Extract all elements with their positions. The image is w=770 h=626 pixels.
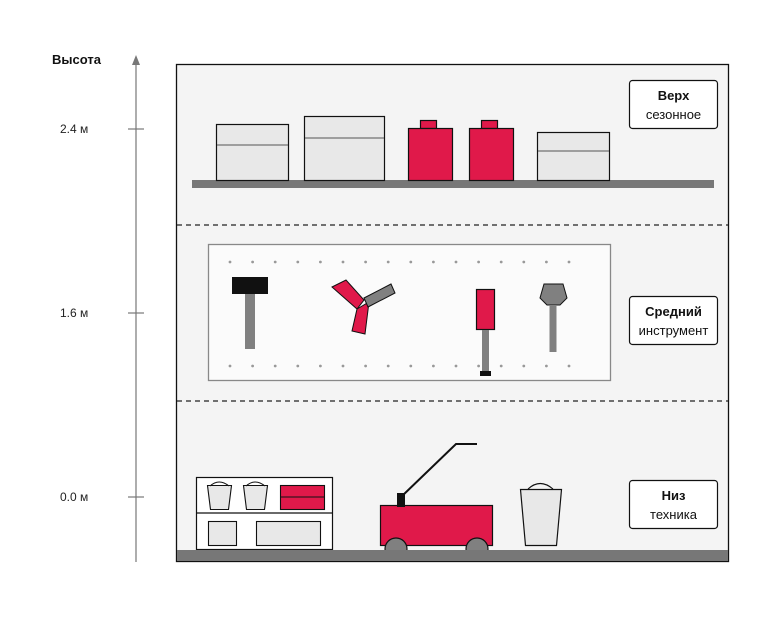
- peg-hole: [341, 260, 345, 264]
- peg-hole: [567, 364, 571, 368]
- peg-hole: [522, 364, 526, 368]
- tick-label-top: 2.4 м: [60, 122, 88, 136]
- tick-label-middle: 1.6 м: [60, 306, 88, 320]
- zone-label-middle-subtitle: инструмент: [639, 323, 709, 338]
- zone-label-top: Верх сезонное: [628, 79, 719, 130]
- peg-hole: [409, 260, 413, 264]
- peg-hole: [432, 364, 435, 368]
- peg-hole: [499, 260, 503, 264]
- zone-label-top-subtitle: сезонное: [646, 107, 701, 122]
- floor: [177, 550, 728, 561]
- red-canister-icon: [468, 119, 515, 182]
- bucket-icon: [242, 481, 269, 511]
- storage-box-icon: [215, 123, 290, 182]
- peg-hole: [251, 260, 255, 264]
- zone-label-top-title: Верх: [658, 88, 690, 103]
- peg-hole: [499, 364, 503, 368]
- peg-hole: [296, 260, 300, 264]
- cart-bin-icon: [207, 520, 238, 547]
- red-toolbox-icon: [279, 484, 326, 511]
- peg-hole: [432, 260, 435, 264]
- bucket-icon: [206, 481, 233, 511]
- peg-hole: [228, 260, 232, 264]
- top-zone: Верх сезонное: [192, 79, 719, 188]
- scraper-icon: [539, 283, 568, 352]
- peg-hole: [296, 364, 300, 368]
- peg-hole: [273, 364, 277, 368]
- peg-hole: [228, 364, 232, 368]
- peg-hole: [364, 260, 367, 264]
- peg-hole: [386, 260, 390, 264]
- pegboard-holes: [228, 260, 571, 368]
- zone-label-middle: Средний инструмент: [628, 295, 719, 346]
- peg-hole: [522, 260, 526, 264]
- axis-title: Высота: [52, 52, 102, 67]
- peg-hole: [319, 260, 322, 264]
- peg-hole: [319, 364, 322, 368]
- screwdriver-icon: [475, 288, 496, 376]
- peg-hole: [409, 364, 413, 368]
- peg-hole: [545, 364, 548, 368]
- red-canister-icon: [407, 119, 454, 182]
- cart-bin-icon: [255, 520, 322, 547]
- peg-hole: [545, 260, 548, 264]
- zone-label-middle-title: Средний: [645, 304, 702, 319]
- peg-hole: [454, 364, 458, 368]
- peg-hole: [567, 260, 571, 264]
- peg-hole: [251, 364, 255, 368]
- peg-hole: [341, 364, 345, 368]
- top-shelf: [192, 180, 714, 188]
- utility-cart-icon: [195, 476, 334, 551]
- peg-hole: [477, 260, 480, 264]
- zone-label-bottom: Низ техника: [628, 479, 719, 530]
- zone-label-bottom-subtitle: техника: [650, 507, 698, 522]
- peg-hole: [454, 260, 458, 264]
- bucket-icon: [519, 482, 563, 547]
- peg-hole: [273, 260, 277, 264]
- axis-arrow-icon: [132, 55, 140, 65]
- pegboard: [207, 243, 612, 382]
- tick-label-bottom: 0.0 м: [60, 490, 88, 504]
- hammer-icon: [232, 277, 268, 349]
- zone-label-bottom-title: Низ: [662, 488, 686, 503]
- bottom-zone: Низ техника: [177, 443, 728, 561]
- peg-hole: [364, 364, 367, 368]
- height-axis: Высота 2.4 м 1.6 м 0.0 м: [52, 52, 144, 562]
- peg-hole: [386, 364, 390, 368]
- wrench-icon: [331, 279, 396, 335]
- middle-zone: Средний инструмент: [207, 243, 719, 382]
- storage-box-icon: [536, 131, 611, 182]
- peg-hole: [477, 364, 480, 368]
- storage-box-icon: [303, 115, 386, 182]
